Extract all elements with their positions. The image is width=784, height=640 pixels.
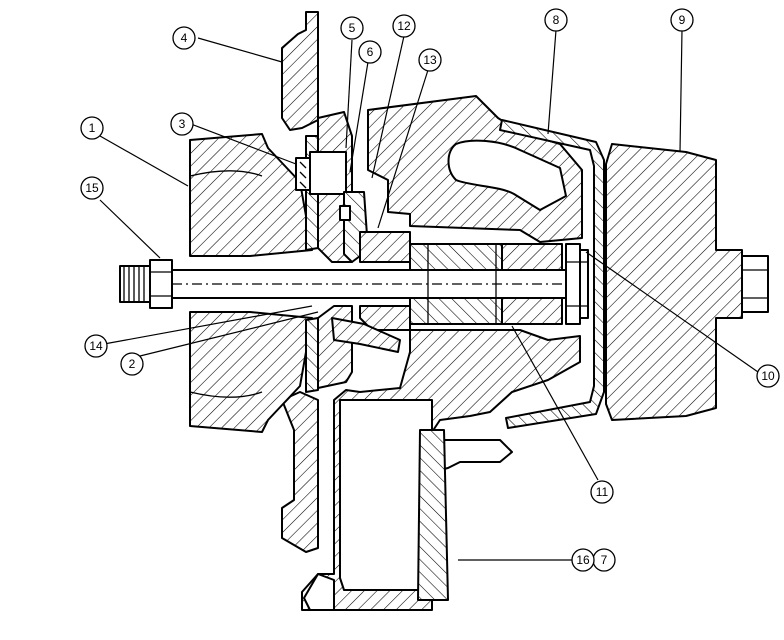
callout-7: 7 [592,548,616,572]
svg-text:10: 10 [761,369,775,383]
callout-14: 14 [84,334,108,358]
compressor-housing [281,11,319,553]
svg-text:7: 7 [601,553,608,567]
heat-shield [499,119,605,429]
svg-text:4: 4 [181,31,188,45]
svg-text:9: 9 [679,13,686,27]
rotor-shaft [171,269,573,299]
svg-text:6: 6 [367,45,374,59]
svg-text:3: 3 [179,117,186,131]
callout-16: 16 [571,548,595,572]
clamp-bolt [295,151,347,195]
callout-11: 11 [590,480,614,504]
svg-text:1: 1 [89,121,96,135]
callout-1: 1 [80,116,104,140]
svg-text:12: 12 [397,19,411,33]
callout-9: 9 [670,8,694,32]
callout-6: 6 [358,40,382,64]
piston-ring-seal [565,243,589,325]
callout-15: 15 [80,176,104,200]
svg-text:16: 16 [576,553,590,567]
callout-8: 8 [544,8,568,32]
shaft-nut [119,259,173,309]
callout-13: 13 [418,48,442,72]
turbine-wheel [605,143,769,421]
compressor-wheel [189,133,313,433]
svg-text:14: 14 [89,339,103,353]
callout-12: 12 [392,14,416,38]
journal-bearing [409,243,563,325]
callout-4: 4 [172,26,196,50]
svg-text:15: 15 [85,181,99,195]
callout-3: 3 [170,112,194,136]
svg-text:5: 5 [349,21,356,35]
callout-10: 10 [756,364,780,388]
thrust-bearing [339,191,411,331]
svg-text:11: 11 [596,485,609,499]
callout-5: 5 [340,16,364,40]
callout-2: 2 [120,352,144,376]
svg-text:2: 2 [129,357,136,371]
svg-text:13: 13 [423,53,437,67]
svg-text:8: 8 [553,13,560,27]
oil-deflector [331,317,401,353]
leader-lines [99,29,759,561]
